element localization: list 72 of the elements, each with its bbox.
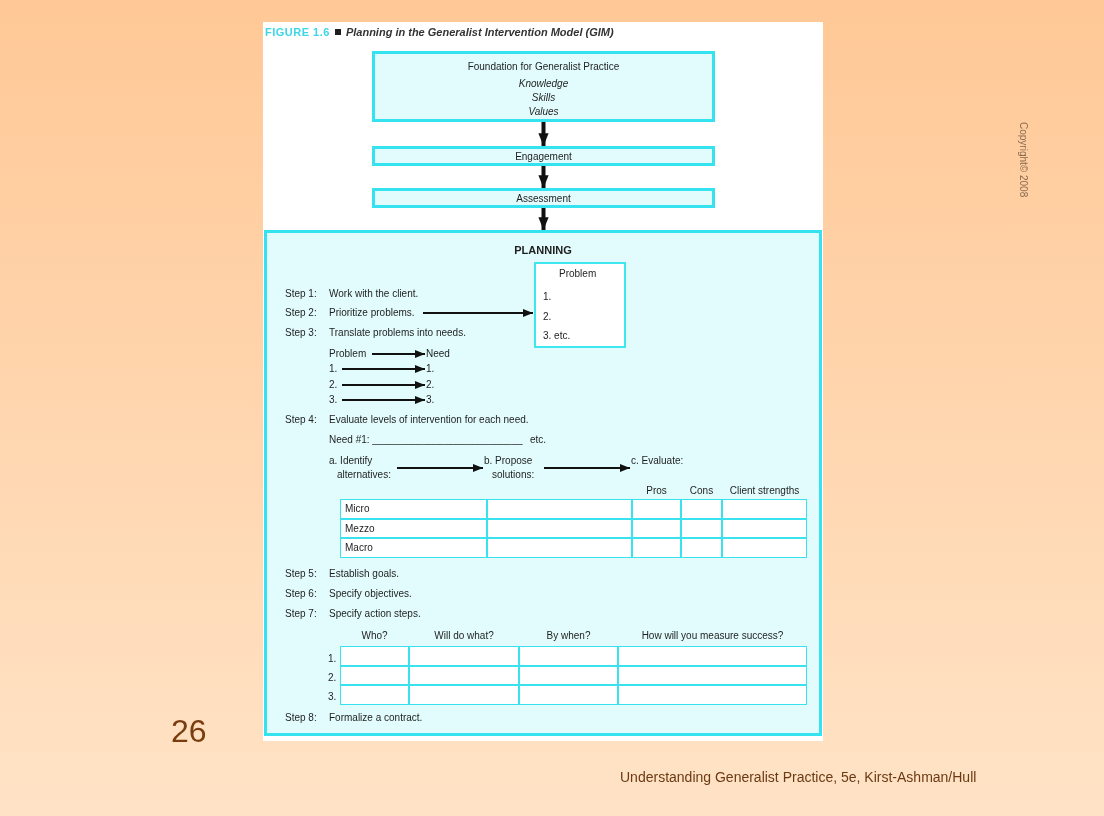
flow-text: 2. [426,378,437,392]
column-header: Client strengths [729,484,800,498]
foundation-item: Values [528,105,559,119]
process-box [372,188,715,208]
step-text: Work with the client. [329,287,419,301]
flow-text: Problem [329,347,370,361]
flow-text: a. Identify alternatives: [329,454,395,482]
copyright-text: Copyright© 2008 [1017,122,1030,198]
flow-text: 3. [329,393,340,407]
step-text: Formalize a contract. [329,711,423,725]
panel-heading: PLANNING [514,243,572,258]
flow-text: c. Evaluate: [631,454,693,482]
arrow [543,464,631,472]
flow-text: 3. [426,393,437,407]
arrow [341,381,426,389]
step-text: Evaluate levels of intervention for each need. [329,413,529,427]
arrow [371,350,426,358]
step-number: Step 1: [285,287,317,301]
need-label: Need #1: ___________________________ [329,433,523,447]
column-header: By when? [546,629,591,643]
arrow [538,166,549,188]
box-heading: Foundation for Generalist Practice [467,60,620,74]
arrow [538,122,549,146]
flow-text: Prioritize problems. [329,306,421,320]
row-header: Macro [341,539,486,557]
column-header: Who? [361,629,388,643]
step-number: Step 3: [285,326,317,340]
flow-text: 1. [329,362,340,376]
row-number: 1. [328,652,337,666]
flow-text: b. Propose solutions: [484,454,542,482]
process-box [372,51,715,122]
step-number: Step 6: [285,587,317,601]
figure-number: FIGURE 1.6 [265,25,330,40]
figure-title: Planning in the Generalist Intervention Model (GIM) [345,25,614,40]
step-number: Step 7: [285,607,317,621]
arrow [538,208,549,230]
step-text: Translate problems into needs. [329,326,466,340]
flow-text: 1. [426,362,437,376]
row-number: 2. [328,671,337,685]
process-box [372,146,715,166]
column-header: Cons [689,484,714,498]
caption: Understanding Generalist Practice, 5e, Kirst-Ashman/Hull [620,768,977,787]
step-text: Specify action steps. [329,607,421,621]
box-label: Engagement [515,149,572,164]
foundation-item: Skills [531,91,556,105]
arrow [396,464,484,472]
column-header: Will do what? [434,629,494,643]
step-number: Step 8: [285,711,317,725]
column-header: Pros [646,484,667,498]
step-text: Specify objectives. [329,587,412,601]
list-item: 2. [543,309,553,324]
step-number: Step 4: [285,413,317,427]
step-text: Establish goals. [329,567,400,581]
column-header: How will you measure success? [641,629,784,643]
step-number: Step 2: [285,306,317,320]
row-header: Mezzo [341,519,486,537]
arrow [341,365,426,373]
problem-list-box [534,262,626,348]
list-item: 3. etc. [543,329,572,343]
step-number: Step 5: [285,567,317,581]
row-number: 3. [328,690,337,704]
box-label: Assessment [516,191,571,206]
page-number: 26 [171,712,207,751]
arrow [341,396,426,404]
list-item: 1. [543,290,553,304]
arrow [422,309,534,317]
box-heading: Problem [558,267,598,281]
etc-text: etc. [530,433,547,447]
flow-text: Need [426,347,456,361]
flow-text: 2. [329,378,340,392]
row-header: Micro [341,500,486,518]
foundation-item: Knowledge [518,77,569,91]
